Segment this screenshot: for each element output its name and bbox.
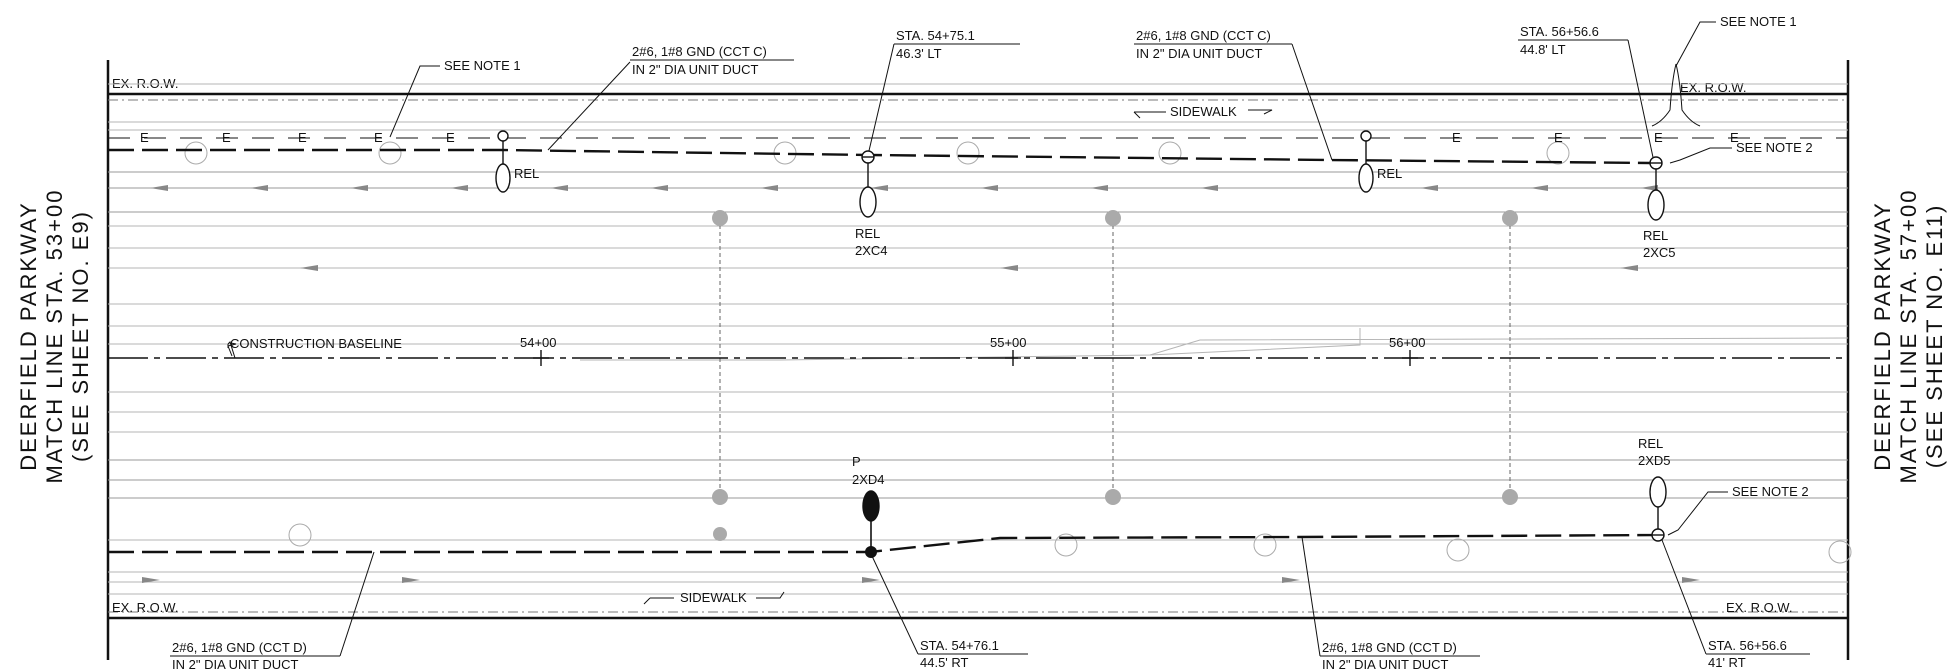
left-match-sheet-ref: (SEE SHEET NO. E9) [68,210,93,462]
proposed-conduit-bottom [108,533,1659,554]
duct-top-left-line2: IN 2" DIA UNIT DUCT [632,62,759,77]
row-label-top-right: EX. R.O.W. [1680,80,1746,95]
duct-bottom-left-line2: IN 2" DIA UNIT DUCT [172,657,299,672]
electric-mark-4: E [374,130,383,145]
pole-2xd4-status: P [852,454,861,469]
electric-mark-1: E [140,130,149,145]
sta-bottom-mid: STA. 54+76.1 [920,638,999,653]
pole-2xd4: P 2XD4 [852,454,885,558]
right-match-line-label: DEERFIELD PARKWAY MATCH LINE STA. 57+00 … [1870,189,1947,484]
station-tick-55: 55+00 [990,335,1027,350]
baseline-station-ticks [533,350,1418,366]
sta-bottom-right-offset: 41' RT [1708,655,1746,670]
proposed-conduit-top [108,148,1651,165]
electric-mark-7: E [1554,130,1563,145]
see-note-1-right: SEE NOTE 1 [1720,14,1797,29]
pole-2xd5: REL 2XD5 [1638,436,1671,542]
pole-2xc4: REL 2XC4 [855,150,888,258]
station-tick-54: 54+00 [520,335,557,350]
pole-rel-top-right: REL [1358,130,1402,193]
left-match-title: DEERFIELD PARKWAY [16,201,41,471]
electric-mark-3: E [298,130,307,145]
duct-top-right-line1: 2#6, 1#8 GND (CCT C) [1136,28,1271,43]
existing-electric-line: E E E E E E E E E [108,130,1848,145]
left-match-station: MATCH LINE STA. 53+00 [42,189,67,484]
right-match-sheet-ref: (SEE SHEET NO. E11) [1922,204,1947,469]
duct-top-right-line2: IN 2" DIA UNIT DUCT [1136,46,1263,61]
sidewalk-label-top: SIDEWALK [1170,104,1237,119]
see-note-1-left: SEE NOTE 1 [444,58,521,73]
sta-top-right-offset: 44.8' LT [1520,42,1566,57]
sta-top-mid-offset: 46.3' LT [896,46,942,61]
signal-mast-lines [719,218,1511,500]
sta-top-mid: STA. 54+75.1 [896,28,975,43]
baseline-leader [227,341,236,359]
pole-rel-top-left: REL [495,130,539,193]
row-label-bottom-left: EX. R.O.W. [112,600,178,615]
pole-2xd5-status: REL [1638,436,1663,451]
left-match-line-label: DEERFIELD PARKWAY MATCH LINE STA. 53+00 … [16,189,93,484]
duct-bottom-left-line1: 2#6, 1#8 GND (CCT D) [172,640,307,655]
duct-bottom-right-line1: 2#6, 1#8 GND (CCT D) [1322,640,1457,655]
existing-circles [184,141,1852,564]
electric-mark-5: E [446,130,455,145]
station-tick-56: 56+00 [1389,335,1426,350]
row-lines [108,92,1848,620]
see-note-2-bottom: SEE NOTE 2 [1732,484,1809,499]
right-match-title: DEERFIELD PARKWAY [1870,201,1895,471]
sidewalk-label-bottom: SIDEWALK [680,590,747,605]
pole-2xc5: REL 2XC5 [1643,156,1676,260]
pole-2xd5-id: 2XD5 [1638,453,1671,468]
see-note-2-top: SEE NOTE 2 [1736,140,1813,155]
pole-2xc4-status: REL [855,226,880,241]
pole-2xc5-status: REL [1643,228,1668,243]
baseline-label: CONSTRUCTION BASELINE [230,336,402,351]
lane-arrows [142,185,1700,583]
right-match-station: MATCH LINE STA. 57+00 [1896,189,1921,484]
pole-2xc4-id: 2XC4 [855,243,888,258]
electric-mark-2: E [222,130,231,145]
pole-2xc5-id: 2XC5 [1643,245,1676,260]
pole-rel-top-left-label: REL [514,166,539,181]
sta-bottom-mid-offset: 44.5' RT [920,655,969,670]
pole-2xd4-id: 2XD4 [852,472,885,487]
electric-mark-8: E [1654,130,1663,145]
signal-heads [712,210,1518,541]
pole-rel-top-right-label: REL [1377,166,1402,181]
row-label-bottom-right: EX. R.O.W. [1726,600,1792,615]
sta-top-right: STA. 56+56.6 [1520,24,1599,39]
roadway-lines [108,83,1849,595]
electric-mark-6: E [1452,130,1461,145]
electric-mark-9: E [1730,130,1739,145]
duct-bottom-right-line2: IN 2" DIA UNIT DUCT [1322,657,1449,672]
duct-top-left-line1: 2#6, 1#8 GND (CCT C) [632,44,767,59]
sta-bottom-right: STA. 56+56.6 [1708,638,1787,653]
